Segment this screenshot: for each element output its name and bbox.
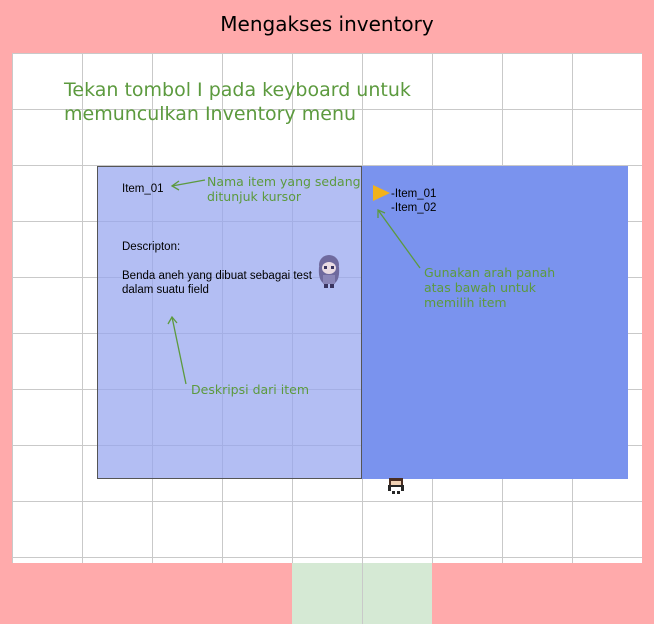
item-name-annotation: Nama item yang sedang ditunjuk kursor xyxy=(207,174,361,204)
player-sprite-icon xyxy=(388,478,404,494)
detail-item-name: Item_01 xyxy=(122,183,164,195)
instruction-text: Tekan tombol I pada keyboard untuk memun… xyxy=(64,78,464,126)
cursor-arrow xyxy=(377,209,421,269)
item-name-annotation-line-2: ditunjuk kursor xyxy=(207,189,301,204)
description-arrowhead xyxy=(167,315,178,325)
cursor-arrowhead xyxy=(377,209,386,218)
cursor-annotation-line-2: atas bawah untuk xyxy=(424,280,536,295)
inventory-item[interactable]: -Item_02 xyxy=(391,202,437,214)
selection-cursor-icon xyxy=(373,185,390,201)
description-line-2: dalam suatu field xyxy=(122,284,209,296)
instruction-line-2: memunculkan Inventory menu xyxy=(64,103,357,125)
item-name-annotation-line-1: Nama item yang sedang xyxy=(207,174,361,189)
description-arrow xyxy=(171,316,187,385)
page-title: Mengakses inventory xyxy=(220,12,434,36)
cursor-annotation: Gunakan arah panah atas bawah untuk memi… xyxy=(424,265,555,310)
inventory-list-panel[interactable] xyxy=(362,166,628,479)
inventory-item[interactable]: -Item_01 xyxy=(391,188,437,200)
exit-tile-divider xyxy=(362,563,363,624)
cursor-annotation-line-3: memilih item xyxy=(424,295,507,310)
description-line-1: Benda aneh yang dibuat sebagai test xyxy=(122,270,312,282)
description-label: Descripton: xyxy=(122,241,181,253)
item-name-arrowhead xyxy=(170,180,180,191)
description-text: Benda aneh yang dibuat sebagai test dala… xyxy=(122,269,337,297)
instruction-line-1: Tekan tombol I pada keyboard untuk xyxy=(64,79,411,101)
item-name-arrow xyxy=(171,179,206,187)
description-annotation: Deskripsi dari item xyxy=(191,382,309,397)
character-sprite-icon xyxy=(318,255,340,288)
item-detail-panel xyxy=(97,166,362,479)
cursor-annotation-line-1: Gunakan arah panah xyxy=(424,265,556,280)
